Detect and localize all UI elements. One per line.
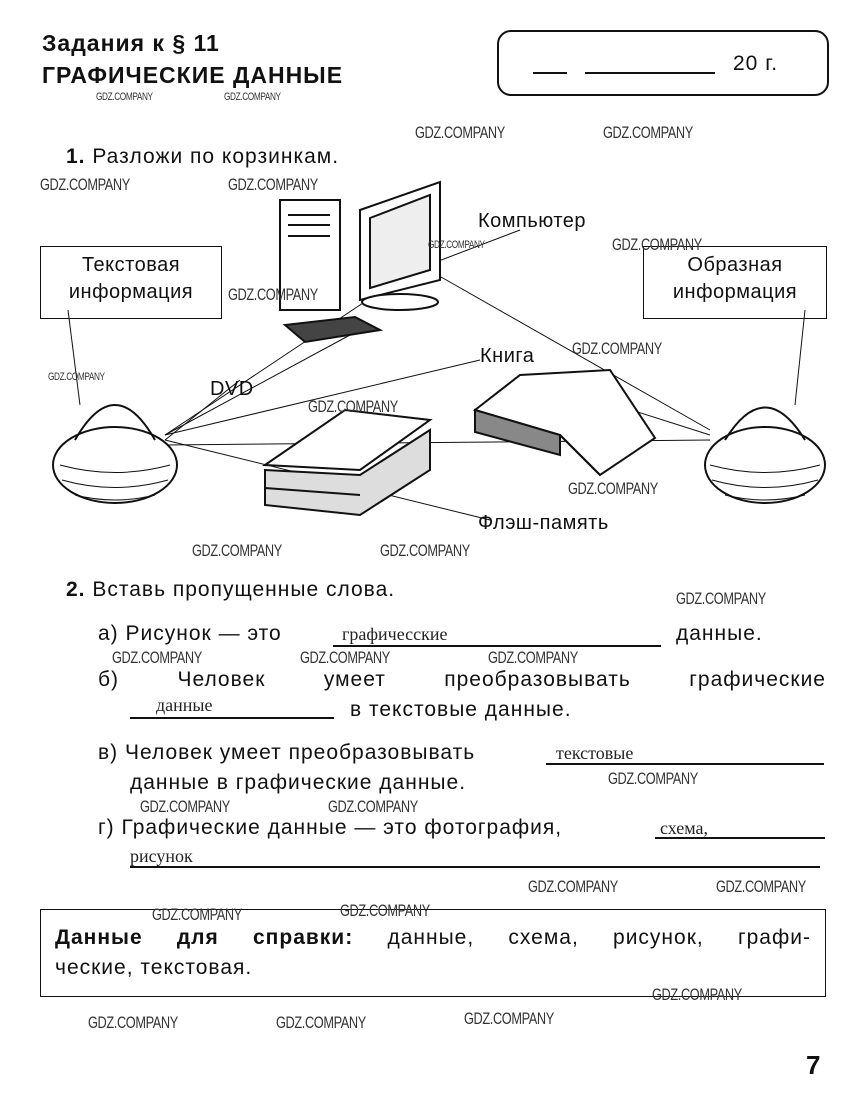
task1-heading: 1. Разложи по корзинкам. [66, 145, 340, 168]
task2-v-before: в) Человек умеет преобразовывать [98, 741, 476, 764]
watermark: GDZ.COMPANY [652, 985, 742, 1004]
watermark: GDZ.COMPANY [676, 589, 766, 608]
item-book: Книга [480, 345, 535, 367]
watermark: GDZ.COMPANY [152, 905, 242, 924]
watermark: GDZ.COMPANY [716, 877, 806, 896]
watermark: GDZ.COMPANY [228, 175, 318, 194]
page-number: 7 [806, 1050, 821, 1080]
watermark: GDZ.COMPANY [224, 91, 281, 103]
watermark: GDZ.COMPANY [428, 239, 485, 251]
answer-g1: схема, [660, 818, 709, 838]
watermark: GDZ.COMPANY [112, 648, 202, 667]
watermark: GDZ.COMPANY [380, 541, 470, 560]
watermark: GDZ.COMPANY [192, 541, 282, 560]
watermark: GDZ.COMPANY [572, 339, 662, 358]
text-info-basket-label: Текстовая информация [40, 246, 222, 319]
watermark: GDZ.COMPANY [488, 648, 578, 667]
section-heading: Задания к § 11 [42, 30, 220, 56]
watermark: GDZ.COMPANY [464, 1009, 554, 1028]
watermark: GDZ.COMPANY [612, 235, 702, 254]
watermark: GDZ.COMPANY [88, 1013, 178, 1032]
watermark: GDZ.COMPANY [528, 877, 618, 896]
watermark: GDZ.COMPANY [340, 901, 430, 920]
watermark: GDZ.COMPANY [48, 371, 105, 383]
watermark: GDZ.COMPANY [328, 797, 418, 816]
image-info-basket-label: Образная информация [643, 246, 827, 319]
answer-v: текстовые [556, 743, 634, 763]
reference-box: Данные для справки: данные, схема, рисун… [40, 909, 826, 997]
reference-label: Данные для справки: [55, 926, 354, 949]
watermark: GDZ.COMPANY [300, 648, 390, 667]
task2-a-before: а) Рисунок — это [98, 622, 282, 645]
connection-lines [67, 229, 806, 521]
task2-b-before: б) Человек умеет преобразовывать графиче… [98, 668, 826, 691]
task2-v-after: данные в графические данные. [130, 771, 467, 794]
watermark: GDZ.COMPANY [308, 397, 398, 416]
task2-g-before: г) Графические данные — это фотография, [98, 816, 563, 839]
book-icon [472, 368, 657, 477]
watermark: GDZ.COMPANY [140, 797, 230, 816]
left-basket-icon [52, 404, 178, 504]
watermark: GDZ.COMPANY [228, 285, 318, 304]
reference-text-cont: ческие, текстовая. [55, 956, 253, 979]
answer-a: графичесские [342, 624, 448, 644]
watermark: GDZ.COMPANY [96, 91, 153, 103]
task2-heading: 2. Вставь пропущенные слова. [66, 578, 396, 601]
item-flash-memory: Флэш-память [478, 512, 609, 534]
reference-text: данные, схема, рисунок, графи- [387, 926, 811, 949]
item-computer: Компьютер [478, 210, 587, 232]
watermark: GDZ.COMPANY [276, 1013, 366, 1032]
watermark: GDZ.COMPANY [608, 769, 698, 788]
answer-b: данные [156, 695, 213, 715]
page-title: ГРАФИЧЕСКИЕ ДАННЫЕ [42, 62, 344, 88]
answer-g2: рисунок [130, 846, 193, 866]
item-dvd: DVD [210, 378, 254, 400]
watermark: GDZ.COMPANY [568, 479, 658, 498]
date-suffix: 20 г. [733, 52, 779, 75]
watermark: GDZ.COMPANY [40, 175, 130, 194]
date-box: 20 г. [497, 30, 829, 96]
computer-icon [279, 180, 441, 344]
task2-b-after: в текстовые данные. [350, 698, 572, 721]
watermark: GDZ.COMPANY [415, 123, 505, 142]
watermark: GDZ.COMPANY [603, 123, 693, 142]
right-basket-icon [704, 406, 826, 504]
scanner-icon [262, 408, 433, 517]
task1-illustration [52, 180, 826, 521]
task2-a-after: данные. [676, 622, 763, 645]
